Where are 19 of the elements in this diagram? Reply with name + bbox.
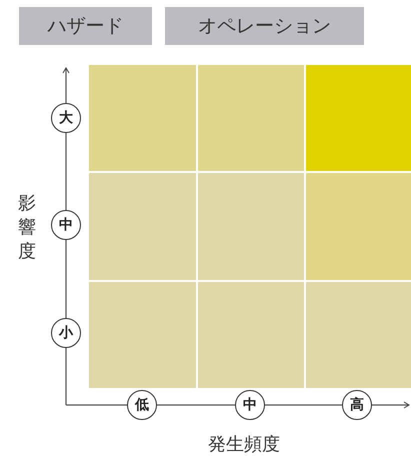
matrix-cell xyxy=(198,65,304,171)
level-circle: 中 xyxy=(51,210,81,240)
matrix-cell xyxy=(89,65,196,171)
category-tab: ハザード xyxy=(19,7,152,45)
matrix-cell xyxy=(306,173,411,280)
level-circle: 低 xyxy=(127,390,157,420)
matrix-cell xyxy=(306,65,411,171)
level-circle: 中 xyxy=(235,390,265,420)
matrix-cell xyxy=(89,282,196,388)
axis-title: 発生頻度 xyxy=(208,433,280,456)
level-circle: 高 xyxy=(342,390,372,420)
matrix-cell xyxy=(89,173,196,280)
level-circle: 大 xyxy=(51,103,81,133)
matrix-cell xyxy=(306,282,411,388)
axis-title: 影響度 xyxy=(17,192,37,264)
level-circle: 小 xyxy=(51,318,81,348)
category-tab: オペレーション xyxy=(165,7,364,45)
matrix-cell xyxy=(198,173,304,280)
matrix-cell xyxy=(198,282,304,388)
